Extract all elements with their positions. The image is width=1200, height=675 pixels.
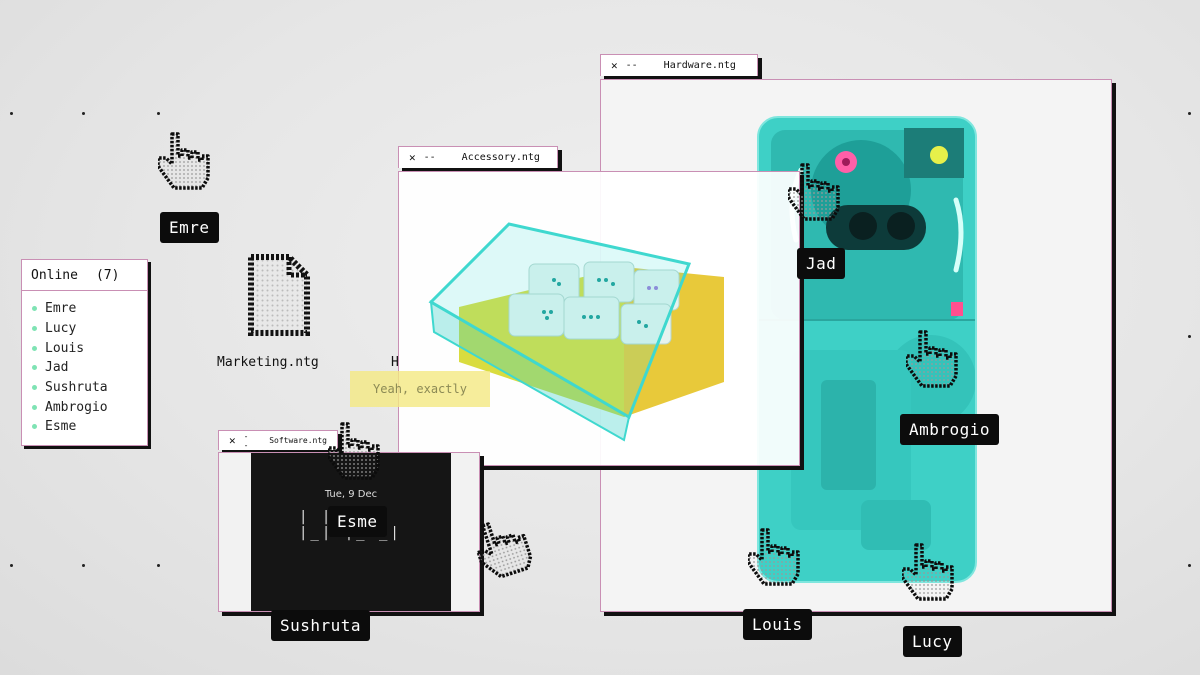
online-user-name: Louis bbox=[45, 340, 85, 356]
online-user-name: Sushruta bbox=[45, 380, 108, 396]
accessory-window[interactable]: ✕ -- Accessory.ntg bbox=[398, 146, 800, 466]
online-user-name: Emre bbox=[45, 301, 77, 317]
accessory-box-image bbox=[428, 222, 724, 442]
online-panel-title: Online bbox=[31, 267, 78, 283]
grid-dot bbox=[82, 564, 85, 567]
online-user-name: Lucy bbox=[45, 321, 77, 337]
chat-tooltip: Yeah, exactly bbox=[350, 371, 490, 407]
close-icon[interactable]: ✕ bbox=[409, 151, 416, 164]
status-dot-icon bbox=[32, 345, 37, 351]
online-user-name: Esme bbox=[45, 419, 77, 435]
cursor-label-ambrogio: Ambrogio bbox=[900, 414, 1000, 445]
hand-cursor-icon bbox=[328, 422, 380, 480]
online-user-name: Jad bbox=[45, 360, 69, 376]
online-user-name: Ambrogio bbox=[45, 399, 108, 415]
accessory-window-tab[interactable]: ✕ -- Accessory.ntg bbox=[398, 146, 558, 168]
accessory-window-content bbox=[398, 171, 800, 466]
grid-dot bbox=[1188, 335, 1191, 338]
cursor-label-louis: Louis bbox=[743, 609, 812, 640]
online-user-item[interactable]: Lucy bbox=[32, 319, 147, 339]
online-count: (7) bbox=[95, 267, 120, 283]
grid-dot bbox=[157, 564, 160, 567]
hand-cursor-icon bbox=[788, 163, 840, 221]
window-title: Hardware.ntg bbox=[663, 60, 736, 71]
cursor-label-jad: Jad bbox=[797, 248, 846, 279]
online-users-list: Emre Lucy Louis Jad Sushruta Ambrogio Es… bbox=[22, 291, 147, 437]
online-user-item[interactable]: Louis bbox=[32, 338, 147, 358]
hand-cursor-icon bbox=[158, 132, 210, 190]
grid-dot bbox=[1188, 112, 1191, 115]
window-title: Accessory.ntg bbox=[461, 152, 540, 163]
file-label-partial[interactable]: H bbox=[391, 355, 399, 370]
online-user-item[interactable]: Ambrogio bbox=[32, 397, 147, 417]
status-dot-icon bbox=[32, 424, 37, 430]
close-icon[interactable]: ✕ bbox=[611, 59, 618, 72]
online-users-panel: Online (7) Emre Lucy Louis Jad Sushruta … bbox=[21, 259, 148, 446]
file-icon[interactable] bbox=[245, 253, 313, 339]
grid-dot bbox=[1188, 564, 1191, 567]
grid-dot bbox=[82, 112, 85, 115]
grid-dot bbox=[10, 564, 13, 567]
hand-cursor-icon bbox=[468, 512, 536, 584]
grid-dot bbox=[157, 112, 160, 115]
status-dot-icon bbox=[32, 306, 37, 312]
minimize-icon[interactable]: -- bbox=[625, 60, 638, 71]
hardware-window-tab[interactable]: ✕ -- Hardware.ntg bbox=[600, 54, 758, 76]
file-label[interactable]: Marketing.ntg bbox=[217, 355, 319, 370]
minimize-icon[interactable]: -- bbox=[243, 431, 249, 450]
cursor-label-emre: Emre bbox=[160, 212, 219, 243]
window-title: Software.ntg bbox=[269, 436, 327, 445]
hand-cursor-icon bbox=[906, 330, 958, 388]
online-user-item[interactable]: Jad bbox=[32, 358, 147, 378]
cursor-label-sushruta: Sushruta bbox=[271, 610, 371, 641]
phone-image bbox=[601, 80, 1111, 611]
status-dot-icon bbox=[32, 365, 37, 371]
status-dot-icon bbox=[32, 326, 37, 332]
online-panel-header: Online (7) bbox=[22, 260, 147, 291]
online-user-item[interactable]: Emre bbox=[32, 299, 147, 319]
cursor-label-lucy: Lucy bbox=[903, 626, 962, 657]
status-dot-icon bbox=[32, 404, 37, 410]
status-dot-icon bbox=[32, 385, 37, 391]
software-window-tab[interactable]: ✕ -- Software.ntg bbox=[218, 430, 338, 450]
close-icon[interactable]: ✕ bbox=[229, 434, 236, 447]
hand-cursor-icon bbox=[748, 528, 800, 586]
minimize-icon[interactable]: -- bbox=[423, 152, 436, 163]
grid-dot bbox=[10, 112, 13, 115]
lockscreen-date: Tue, 9 Dec bbox=[324, 489, 378, 500]
cursor-label-esme: Esme bbox=[328, 506, 387, 537]
online-user-item[interactable]: Sushruta bbox=[32, 378, 147, 398]
online-user-item[interactable]: Esme bbox=[32, 417, 147, 437]
hand-cursor-icon bbox=[902, 543, 954, 601]
